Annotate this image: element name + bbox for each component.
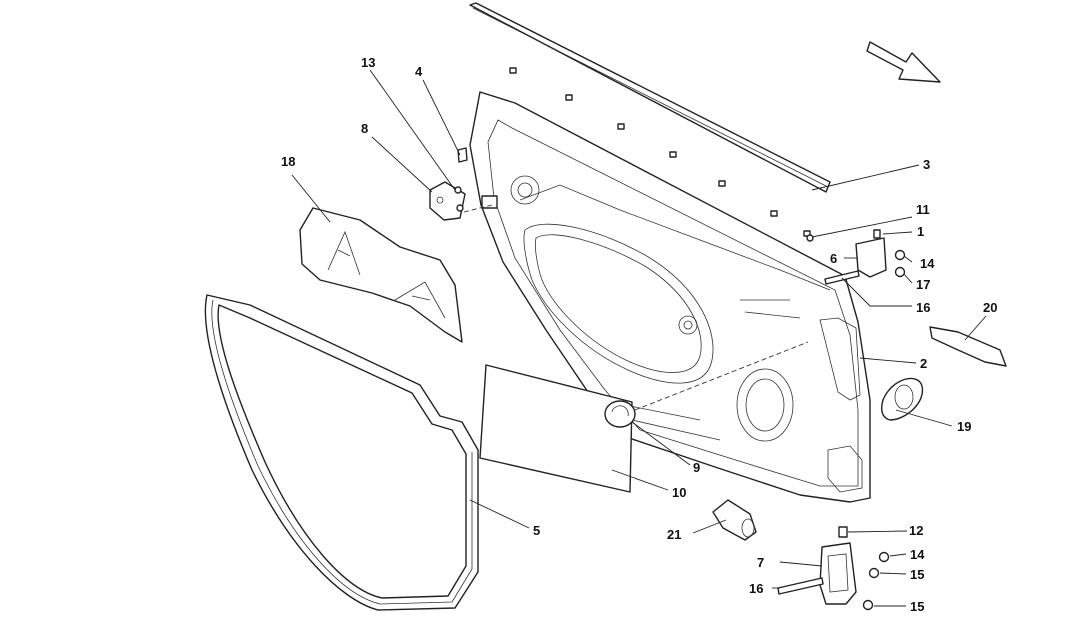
callout-17: 17 xyxy=(916,277,930,292)
callout-16-lower: 16 xyxy=(749,581,763,596)
lower-hinge-assembly xyxy=(777,526,890,611)
part-3-window-seal xyxy=(469,2,831,193)
upper-hinge-assembly xyxy=(806,229,906,285)
callout-20: 20 xyxy=(983,300,997,315)
part-18-insulation-pad xyxy=(299,207,463,343)
door-inner-panel xyxy=(469,91,871,503)
callout-15-lower: 15 xyxy=(910,599,924,614)
callout-2: 2 xyxy=(920,356,927,371)
part-10-protective-film xyxy=(479,364,633,493)
callout-1: 1 xyxy=(917,224,924,239)
part-5-door-seal xyxy=(204,294,479,611)
callout-18: 18 xyxy=(281,154,295,169)
callout-10: 10 xyxy=(672,485,686,500)
callout-21: 21 xyxy=(667,527,681,542)
callout-9: 9 xyxy=(693,460,700,475)
callout-8: 8 xyxy=(361,121,368,136)
callout-5: 5 xyxy=(533,523,540,538)
part-8-lock-bracket xyxy=(429,147,468,221)
callout-14-upper: 14 xyxy=(920,256,935,271)
callout-6: 6 xyxy=(830,251,837,266)
part-19-handle-cup xyxy=(881,377,924,421)
clip-row xyxy=(509,67,811,237)
callout-labels: 13 4 8 18 3 11 1 6 14 17 16 20 2 19 9 10… xyxy=(281,55,997,614)
direction-arrow-icon xyxy=(866,41,941,83)
callout-13: 13 xyxy=(361,55,375,70)
callout-12: 12 xyxy=(909,523,923,538)
callout-7: 7 xyxy=(757,555,764,570)
callout-3: 3 xyxy=(923,157,930,172)
part-9-plug xyxy=(604,400,636,428)
callout-16-upper: 16 xyxy=(916,300,930,315)
callout-11: 11 xyxy=(916,202,930,217)
leader-lines xyxy=(291,69,987,607)
part-20-trim-piece xyxy=(929,326,1007,367)
assembly-lines xyxy=(463,204,809,411)
callout-14-lower: 14 xyxy=(910,547,925,562)
part-21-sleeve xyxy=(712,499,757,541)
callout-4: 4 xyxy=(415,64,423,79)
callout-15-upper: 15 xyxy=(910,567,924,582)
callout-19: 19 xyxy=(957,419,971,434)
